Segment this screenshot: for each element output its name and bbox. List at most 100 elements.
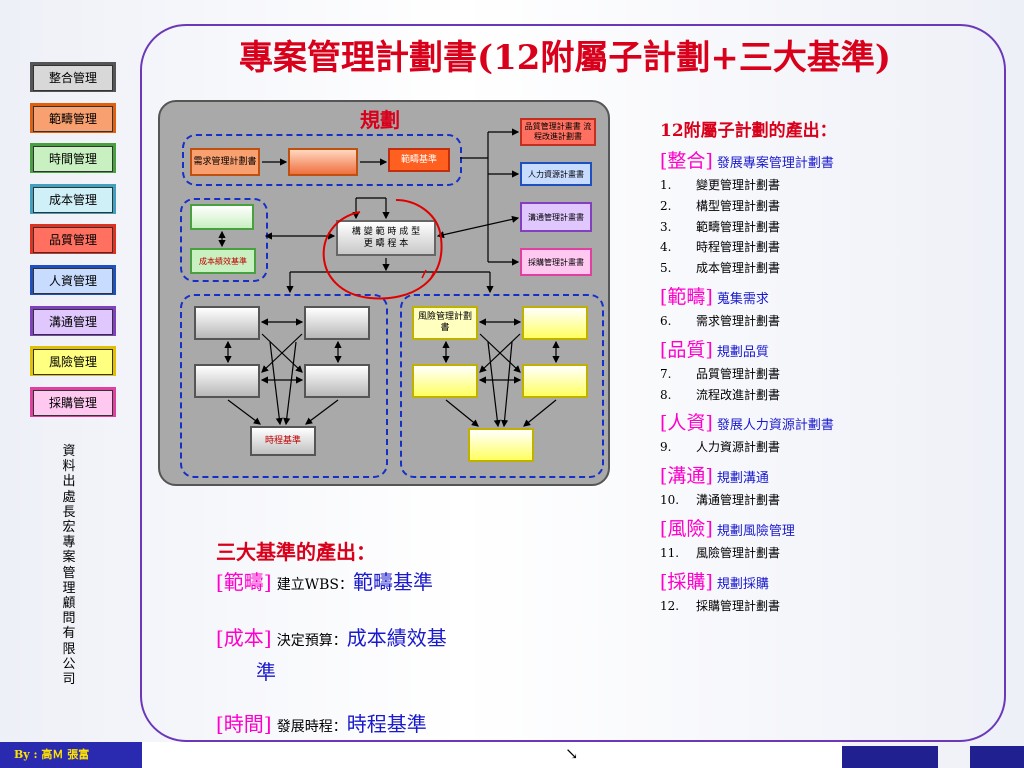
- output-category-label: [品質]: [660, 338, 713, 361]
- activity-box: [304, 364, 370, 398]
- output-category-desc: 發展人力資源計劃書: [716, 418, 834, 434]
- output-item-text: 變更管理計劃書: [696, 178, 781, 192]
- sidebar-nav-label: 品質管理: [33, 227, 113, 254]
- time-group: [180, 294, 388, 478]
- risk-process-box: [412, 364, 478, 398]
- output-category: [整合]發展專案管理計劃書: [660, 146, 834, 173]
- footer-strip: [142, 742, 842, 768]
- time-plan-box: [190, 204, 254, 230]
- baselines-heading: 三大基準的產出：: [216, 540, 376, 564]
- output-item-number: 3.: [660, 219, 672, 234]
- baseline-time-desc: 發展時程：: [276, 719, 347, 735]
- output-category-label: [採購]: [660, 570, 713, 593]
- scope-group: [182, 134, 462, 186]
- page-title: 專案管理計劃書(12附屬子計劃+三大基準): [239, 38, 891, 78]
- output-item: 7. 品質管理計劃書: [660, 365, 780, 382]
- output-item-text: 人力資源計劃書: [696, 440, 781, 455]
- output-category-label: [溝通]: [660, 465, 713, 488]
- output-item: 8. 流程改進計劃書: [660, 386, 780, 403]
- schedule-baseline-box: 時程基準: [250, 426, 316, 456]
- output-category: [風險]規劃風險管理: [660, 514, 795, 541]
- footer-author-bar: By : 高Ｍ 張富: [0, 742, 142, 768]
- cost-baseline-box: 成本績效基準: [190, 248, 256, 274]
- baseline-time-cat: [時間]: [216, 712, 272, 736]
- sidebar-nav-button[interactable]: 時間管理: [30, 143, 116, 174]
- sidebar-nav-button[interactable]: 成本管理: [30, 183, 116, 214]
- sidebar-nav-button[interactable]: 溝通管理: [30, 305, 116, 336]
- source-credit: 資料出處 長宏專案管理顧問有限公司: [62, 444, 76, 688]
- planning-diagram: 規劃 需求管理計劃書 範疇基準 成本績效基準 構 變 範 時 成 型 更 疇 程…: [158, 100, 610, 486]
- cost-group: [180, 198, 268, 282]
- hr-plan-box: 人力資源計畫書: [520, 162, 592, 186]
- output-category: [品質]規劃品質: [660, 335, 769, 362]
- sidebar-nav-button[interactable]: 採購管理: [30, 386, 116, 417]
- activity-box: [194, 306, 260, 340]
- sidebar-nav-button[interactable]: 人資管理: [30, 265, 116, 295]
- baseline-cost-value: 成本績效基: [346, 626, 447, 650]
- output-item-text: 採購管理計劃書: [696, 598, 781, 613]
- output-item-number: 9.: [660, 440, 672, 455]
- comm-plan-box: 溝通管理計畫書: [520, 202, 592, 232]
- sidebar-nav-label: 溝通管理: [33, 308, 113, 335]
- output-category-desc: 規劃品質: [716, 344, 769, 360]
- output-item-text: 品質管理計劃書: [696, 366, 781, 381]
- output-category-desc: 發展專案管理計劃書: [716, 156, 834, 171]
- sidebar-nav-label: 時間管理: [33, 146, 113, 173]
- output-category: [範疇]蒐集需求: [660, 282, 769, 309]
- integration-center-box: 構 變 範 時 成 型 更 疇 程 本: [336, 220, 436, 256]
- output-item-text: 成本管理計劃書: [696, 261, 781, 276]
- baseline-cost-cat: [成本]: [216, 626, 272, 650]
- sidebar-nav-button[interactable]: 品質管理: [30, 224, 116, 255]
- sidebar-nav-label: 成本管理: [33, 186, 113, 213]
- baseline-time-value: 時程基準: [346, 712, 427, 736]
- output-item: 4.時程管理計劃書: [660, 238, 780, 255]
- output-item-text: 範疇管理計劃書: [696, 219, 781, 234]
- risk-process-box: [522, 364, 588, 398]
- activity-box: [194, 364, 260, 398]
- output-item-number: 5.: [660, 261, 672, 276]
- output-category: [採購]規劃採購: [660, 567, 769, 594]
- output-item-number: 8.: [660, 387, 672, 402]
- sidebar-nav-label: 人資管理: [33, 268, 113, 294]
- output-category-label: [人資]: [660, 412, 713, 435]
- output-item: 1. 變更管理計劃書: [660, 176, 780, 193]
- sidebar-nav-button[interactable]: 風險管理: [30, 346, 116, 377]
- footer-block: [842, 746, 938, 768]
- baseline-cost-desc: 決定預算：: [276, 633, 347, 649]
- sidebar-nav-label: 採購管理: [33, 389, 113, 416]
- output-item-number: 7.: [660, 366, 672, 381]
- output-item-number: 1.: [660, 178, 672, 192]
- output-category-label: [整合]: [660, 150, 713, 172]
- output-category-desc: 蒐集需求: [716, 292, 769, 307]
- output-item-text: 風險管理計劃書: [696, 546, 781, 560]
- output-item-text: 構型管理計劃書: [696, 198, 781, 213]
- output-category-desc: 規劃風險管理: [716, 524, 795, 539]
- output-category-label: [風險]: [660, 518, 713, 540]
- risk-process-box: [522, 306, 588, 340]
- sidebar-nav-button[interactable]: 整合管理: [30, 62, 116, 92]
- output-item: 5. 成本管理計劃書: [660, 259, 780, 276]
- activity-box: [304, 306, 370, 340]
- content-frame: [140, 24, 1006, 742]
- output-item: 12.採購管理計劃書: [660, 597, 780, 614]
- output-category-desc: 規劃採購: [716, 576, 769, 592]
- baseline-scope-desc: 建立WBS：: [276, 577, 353, 593]
- output-item-number: 4.: [660, 240, 672, 255]
- output-item: 11.風險管理計劃書: [660, 544, 780, 561]
- sidebar-nav-label: 範疇管理: [33, 105, 113, 132]
- output-item-text: 溝通管理計劃書: [696, 493, 781, 508]
- risk-group: [400, 294, 604, 478]
- requirements-plan-box: 需求管理計劃書: [190, 148, 260, 176]
- author-label: By : 高Ｍ 張富: [14, 748, 90, 761]
- cursor-mark: ↘: [565, 744, 579, 763]
- baseline-scope-value: 範疇基準: [352, 570, 433, 594]
- output-category-desc: 規劃溝通: [716, 471, 769, 487]
- baseline-cost: [成本] 決定預算：成本績效基: [216, 622, 447, 651]
- sidebar-nav-button[interactable]: 範疇管理: [30, 102, 116, 133]
- output-item-text: 流程改進計劃書: [696, 387, 781, 402]
- risk-plan-box: 風險管理計劃書: [412, 306, 478, 340]
- output-item: 9. 人力資源計劃書: [660, 438, 780, 455]
- baseline-time: [時間] 發展時程：時程基準: [216, 708, 427, 737]
- output-item-number: 6.: [660, 314, 672, 328]
- output-item: 10.溝通管理計劃書: [660, 491, 780, 508]
